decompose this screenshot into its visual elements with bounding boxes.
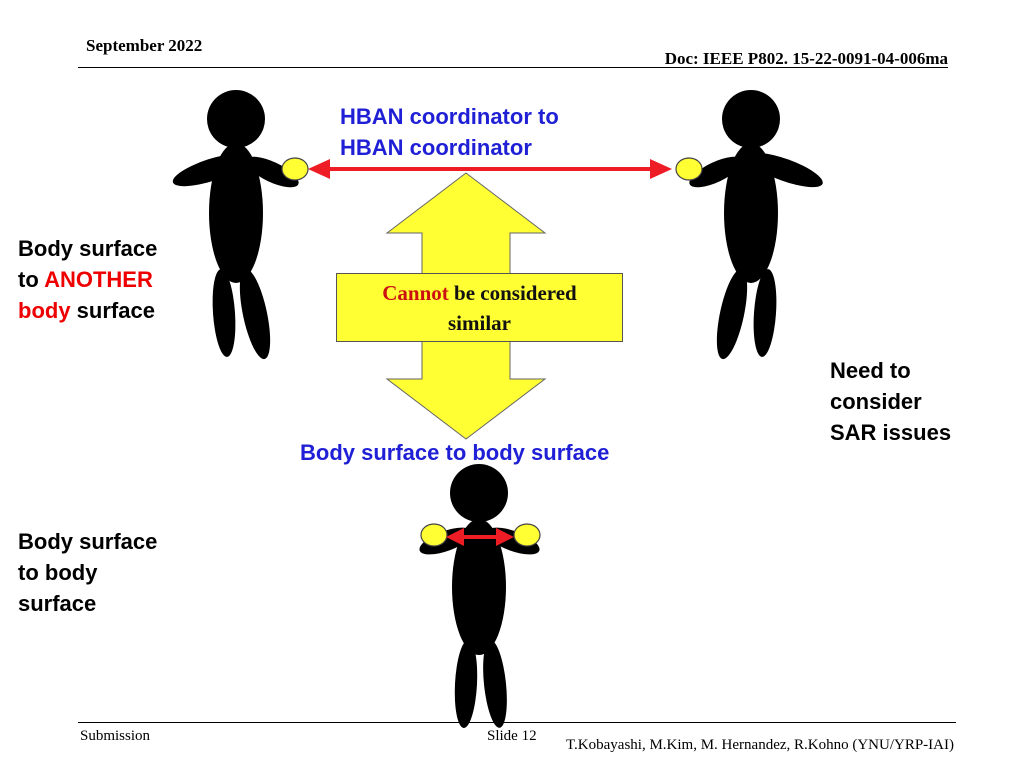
surface-suffix: surface (70, 298, 155, 323)
sar-note-label: Need to consider SAR issues (830, 355, 1000, 448)
another-label-line3: body surface (18, 295, 198, 326)
coordinator-link-arrow (308, 159, 672, 179)
body-highlight: body (18, 298, 71, 323)
another-label-line2: to ANOTHER (18, 264, 198, 295)
footer-authors: T.Kobayashi, M.Kim, M. Hernandez, R.Kohn… (566, 737, 954, 753)
header-date: September 2022 (86, 36, 203, 55)
another-prefix: to (18, 267, 45, 292)
person-left (172, 90, 299, 360)
considered-text: be considered (448, 280, 577, 305)
body-link-arrow (446, 528, 514, 546)
body-label-line3: surface (18, 591, 97, 616)
person-right (689, 90, 823, 360)
another-label-line1: Body surface (18, 236, 158, 261)
device-right (675, 157, 703, 181)
need-line3: SAR issues (830, 420, 952, 445)
same-body-label: Body surface to body surface (18, 526, 198, 619)
similarity-note-box: Cannot be considered similar (336, 273, 623, 342)
coordinator-label-line2: HBAN coordinator (340, 135, 532, 160)
device-bottom-left (420, 523, 448, 547)
need-line2: consider (830, 389, 922, 414)
device-left (281, 157, 309, 181)
need-line1: Need to (830, 358, 911, 383)
cannot-text: Cannot (382, 280, 449, 305)
body-label-line1: Body surface (18, 529, 158, 554)
device-bottom-right (513, 523, 541, 547)
another-body-label: Body surface to ANOTHER body surface (18, 233, 198, 326)
body-to-body-label: Body surface to body surface (300, 440, 610, 465)
person-bottom (419, 464, 540, 728)
header-doc-id: Doc: IEEE P802. 15-22-0091-04-006ma (664, 49, 948, 68)
similar-text: similar (447, 310, 511, 335)
coordinator-label: HBAN coordinator to HBAN coordinator (340, 101, 620, 163)
footer-rule (78, 722, 956, 723)
coordinator-label-line1: HBAN coordinator to (340, 104, 559, 129)
header-rule (78, 67, 948, 68)
footer-slide-number: Slide 12 (487, 728, 537, 744)
another-highlight: ANOTHER (44, 267, 153, 292)
body-label-line2: to body (18, 560, 98, 585)
footer-submission: Submission (80, 728, 151, 744)
